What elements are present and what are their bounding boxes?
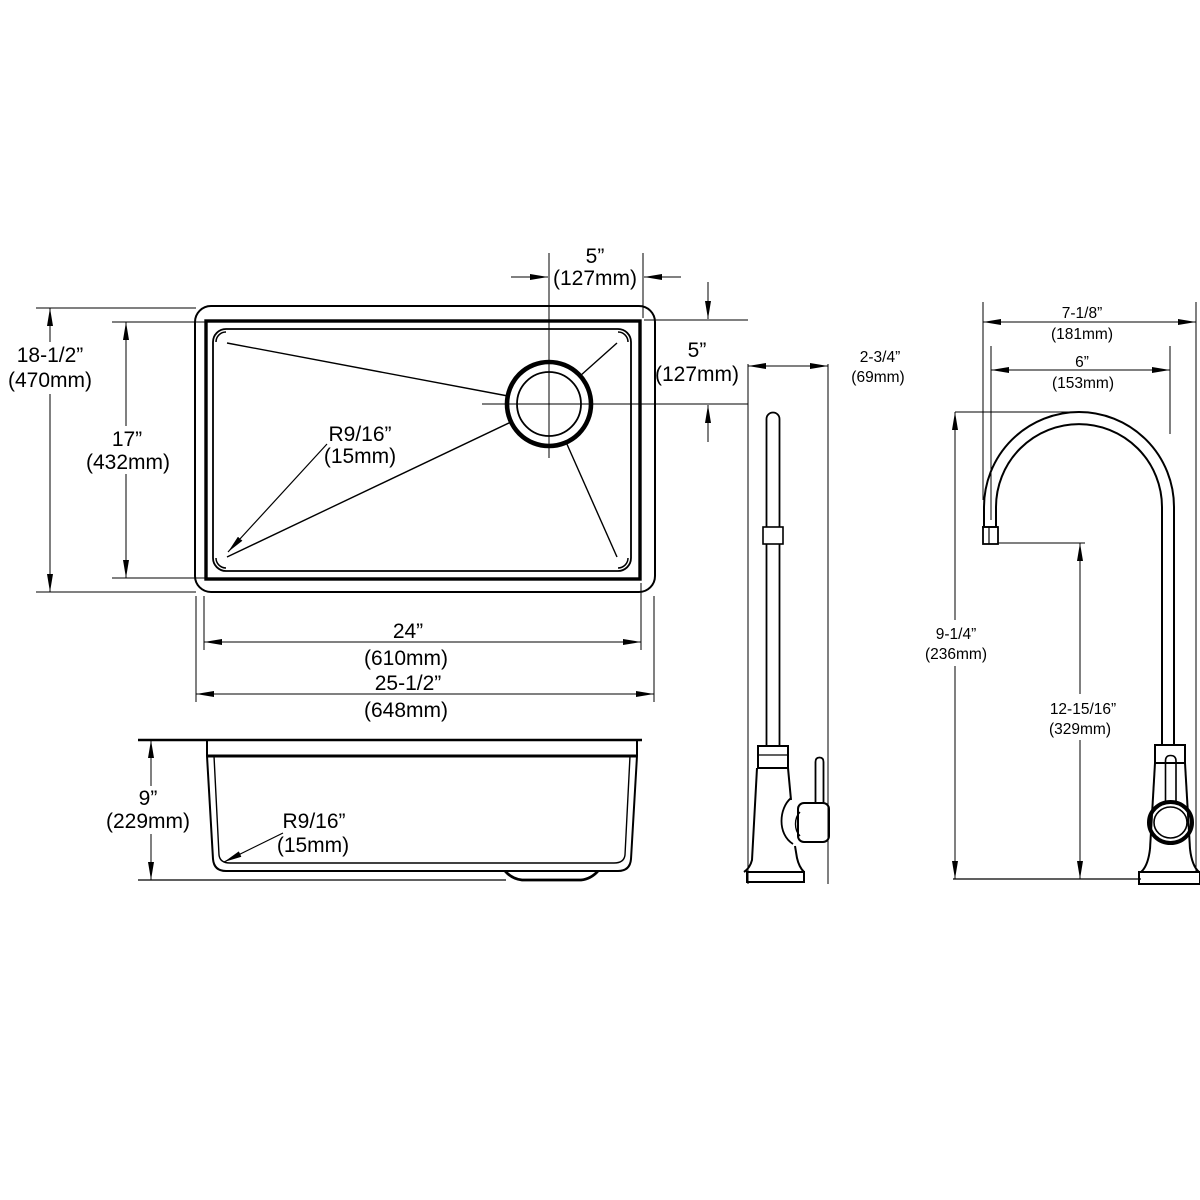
handle-lever-front bbox=[1164, 754, 1177, 803]
handle-fairing bbox=[780, 797, 794, 845]
dim-overall-width-in: 25-1/2” bbox=[375, 672, 442, 695]
dim-overall-depth-mm: (470mm) bbox=[8, 369, 92, 392]
dim-spout-height-in: 9-1/4” bbox=[936, 626, 977, 643]
dim-overall-depth-in: 18-1/2” bbox=[17, 344, 84, 367]
dim-plan-corner-radius-in: R9/16” bbox=[328, 423, 391, 446]
dim-faucet-width-mm: (181mm) bbox=[1051, 326, 1113, 343]
dim-spout-height-mm: (236mm) bbox=[925, 646, 987, 663]
dim-bowl-depth-in: 17” bbox=[112, 428, 142, 451]
bowl-outer-wall bbox=[206, 755, 638, 872]
dim-bowl-width-in: 24” bbox=[393, 620, 423, 643]
dim-plan-corner-radius-mm: (15mm) bbox=[324, 445, 396, 468]
dim-bowl-width-mm: (610mm) bbox=[364, 647, 448, 670]
handle-lever-side bbox=[814, 756, 825, 803]
bottom-slope-line bbox=[226, 421, 512, 558]
radius-leader bbox=[227, 443, 328, 553]
sink-bowl-bottom bbox=[212, 328, 632, 572]
base-plate-side bbox=[746, 871, 805, 883]
dim-drain-offset-y-mm: (127mm) bbox=[655, 363, 739, 386]
spout-tube-side bbox=[765, 411, 781, 527]
dim-bowl-depth-mm: (432mm) bbox=[86, 451, 170, 474]
handle-pod-side bbox=[797, 802, 830, 843]
dim-outlet-height-mm: (329mm) bbox=[1049, 721, 1111, 738]
faucet-side-view: 2-3/4” (69mm) bbox=[743, 349, 905, 884]
dim-drain-offset-x-in: 5” bbox=[586, 245, 605, 268]
corner-radius-arc bbox=[215, 331, 227, 343]
corner-radius-arc bbox=[215, 557, 227, 569]
handle-medallion-outer bbox=[1147, 800, 1194, 845]
dim-front-corner-radius-mm: (15mm) bbox=[277, 834, 349, 857]
spout-outlet-side bbox=[762, 526, 784, 545]
dim-bowl-height-in: 9” bbox=[139, 787, 158, 810]
base-plate-front bbox=[1138, 871, 1200, 885]
corner-radius-arc bbox=[617, 331, 629, 343]
dim-drain-offset-x-mm: (127mm) bbox=[553, 267, 637, 290]
sink-outer-rim bbox=[194, 305, 656, 593]
bottom-slope-line bbox=[579, 342, 618, 377]
sink-bowl-opening bbox=[204, 319, 642, 581]
handle-medallion-inner bbox=[1153, 806, 1188, 839]
spout-outlet bbox=[982, 526, 999, 545]
dim-base-depth-mm: (69mm) bbox=[851, 369, 904, 386]
dim-front-corner-radius-in: R9/16” bbox=[282, 810, 345, 833]
dim-overall-width-mm: (648mm) bbox=[364, 699, 448, 722]
dim-spout-reach-in: 6” bbox=[1075, 354, 1089, 371]
dim-spout-reach-mm: (153mm) bbox=[1052, 375, 1114, 392]
gooseneck-inner bbox=[995, 423, 1163, 745]
radius-leader bbox=[223, 832, 284, 863]
sink-front-view: 9” (229mm) R9/16” (15mm) bbox=[106, 738, 642, 882]
drain-fitting bbox=[503, 870, 600, 882]
sink-plan-view: 18-1/2” (470mm) 17” (432mm) 5” (127mm) 5… bbox=[2, 245, 748, 722]
corner-radius-arc bbox=[617, 557, 629, 569]
faucet-front-view: 7-1/8” (181mm) 6” (153mm) 9-1/4” (236mm)… bbox=[924, 302, 1200, 885]
body-cap-front bbox=[1154, 744, 1186, 764]
body-collar-side bbox=[757, 745, 789, 769]
bottom-slope-line bbox=[565, 441, 618, 558]
dim-bowl-height-mm: (229mm) bbox=[106, 810, 190, 833]
bowl-inner-wall bbox=[213, 755, 631, 864]
dim-base-depth-in: 2-3/4” bbox=[860, 349, 901, 366]
dim-faucet-width-in: 7-1/8” bbox=[1062, 305, 1103, 322]
body-left-edge bbox=[743, 767, 758, 873]
dim-drain-offset-y-in: 5” bbox=[688, 339, 707, 362]
bottom-slope-line bbox=[226, 342, 509, 397]
dim-outlet-height-in: 12-15/16” bbox=[1050, 701, 1116, 718]
